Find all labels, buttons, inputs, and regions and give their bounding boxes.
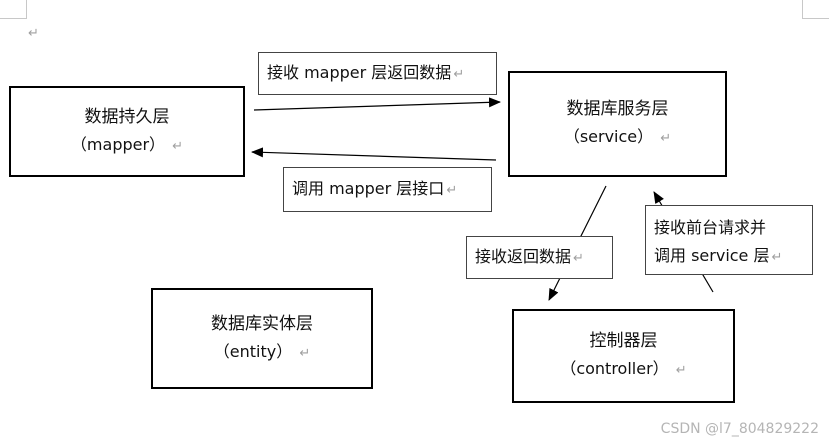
label-receive-mapper-return: 接收 mapper 层返回数据↵	[258, 52, 497, 95]
entity-layer-subtitle: （entity）	[213, 341, 293, 361]
label-receive-frontend-line1: 接收前台请求并	[654, 218, 767, 237]
return-mark: ↵	[771, 250, 783, 265]
arrow-service-to-persistence	[251, 147, 497, 161]
entity-layer-title: 数据库实体层	[211, 313, 313, 334]
service-layer-title: 数据库服务层	[566, 99, 669, 119]
label-receive-return-text: 接收返回数据	[475, 247, 572, 266]
persistence-layer-title: 数据持久层	[84, 106, 170, 127]
return-mark: ↵	[446, 183, 458, 198]
label-call-mapper-interface: 调用 mapper 层接口↵	[283, 167, 492, 212]
return-mark: ↵	[453, 67, 465, 82]
label-receive-return: 接收返回数据↵	[466, 236, 613, 279]
label-receive-frontend-request: 接收前台请求并 调用 service 层↵	[645, 205, 813, 275]
return-mark: ↵	[675, 363, 687, 378]
persistence-layer-box: 数据持久层 （mapper） ↵	[9, 86, 245, 177]
controller-layer-subtitle: （controller）	[560, 359, 669, 378]
controller-layer-title: 控制器层	[589, 331, 658, 351]
persistence-layer-subtitle: （mapper）	[70, 134, 166, 154]
label-receive-frontend-line2: 调用 service 层	[654, 246, 770, 265]
page-corner-mark-right	[802, 0, 829, 19]
service-layer-subtitle: （service）	[563, 127, 654, 146]
return-mark: ↵	[660, 131, 672, 146]
service-layer-box: 数据库服务层 （service） ↵	[508, 71, 727, 177]
entity-layer-box: 数据库实体层 （entity） ↵	[151, 288, 373, 389]
label-call-mapper-interface-text: 调用 mapper 层接口	[292, 179, 445, 198]
label-receive-mapper-return-text: 接收 mapper 层返回数据	[267, 63, 452, 82]
return-mark: ↵	[573, 251, 584, 266]
paragraph-mark: ↵	[28, 26, 39, 41]
arrow-persistence-to-service	[253, 97, 501, 111]
controller-layer-box: 控制器层 （controller） ↵	[512, 309, 735, 403]
return-mark: ↵	[299, 345, 311, 361]
return-mark: ↵	[172, 138, 184, 154]
page-corner-mark-left	[0, 0, 27, 19]
watermark: CSDN @l7_804829222	[660, 421, 819, 437]
